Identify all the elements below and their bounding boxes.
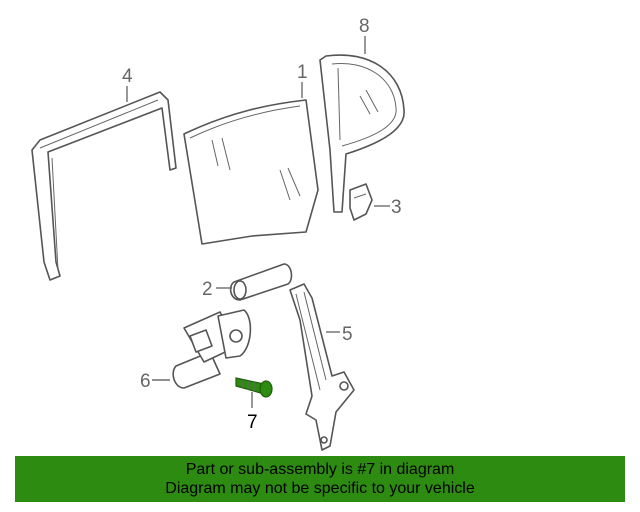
leader-lines — [126, 36, 390, 408]
callout-1: 1 — [297, 62, 308, 83]
part-2-guide — [229, 263, 293, 301]
part-3-bracket — [349, 183, 373, 221]
callout-6: 6 — [140, 371, 151, 392]
callout-8: 8 — [359, 16, 370, 37]
callout-2: 2 — [202, 279, 213, 300]
part-6-motor — [172, 309, 252, 389]
banner-line-1: Part or sub-assembly is #7 in diagram — [185, 461, 455, 478]
part-8-quarter-glass — [319, 54, 405, 213]
part-5-regulator — [289, 283, 355, 451]
callout-5: 5 — [342, 324, 353, 345]
part-7-bolt — [235, 377, 273, 398]
callout-4: 4 — [122, 66, 133, 87]
parts-diagram: 1 2 3 4 5 6 7 8 — [31, 16, 405, 451]
banner-line-2: Diagram may not be specific to your vehi… — [165, 480, 475, 497]
callout-3: 3 — [391, 197, 402, 218]
callout-7: 7 — [247, 412, 258, 433]
part-1-door-glass — [183, 99, 319, 245]
part-4-run-channel — [31, 91, 177, 281]
info-banner: Part or sub-assembly is #7 in diagram Di… — [15, 456, 625, 502]
